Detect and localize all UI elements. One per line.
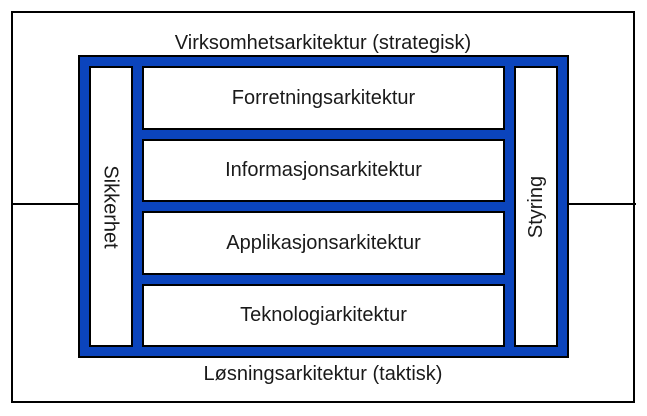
architecture-layer-stack: Forretningsarkitektur Informasjonsarkite… (142, 66, 505, 347)
layer-label-teknologiarkitektur: Teknologiarkitektur (240, 304, 407, 327)
pillar-sikkerhet-label: Sikkerhet (100, 164, 122, 249)
solution-architecture-container: Sikkerhet Forretningsarkitektur Informas… (78, 55, 569, 358)
solution-architecture-caption: Løsningsarkitektur (taktisk) (203, 363, 443, 385)
layer-box-informasjonsarkitektur[interactable]: Informasjonsarkitektur (142, 138, 505, 202)
layer-label-informasjonsarkitektur: Informasjonsarkitektur (225, 159, 422, 182)
layer-label-applikasjonsarkitektur: Applikasjonsarkitektur (226, 231, 421, 254)
layer-box-teknologiarkitektur[interactable]: Teknologiarkitektur (142, 283, 505, 347)
pillar-sikkerhet[interactable]: Sikkerhet (89, 66, 133, 347)
enterprise-architecture-caption: Virksomhetsarkitektur (strategisk) (174, 32, 472, 54)
layer-box-forretningsarkitektur[interactable]: Forretningsarkitektur (142, 66, 505, 130)
layer-label-forretningsarkitektur: Forretningsarkitektur (231, 86, 416, 109)
divider-line-right (568, 203, 636, 205)
layer-box-applikasjonsarkitektur[interactable]: Applikasjonsarkitektur (142, 211, 505, 275)
pillar-styring-label: Styring (525, 175, 547, 238)
pillar-styring[interactable]: Styring (514, 66, 558, 347)
divider-line-left (11, 203, 79, 205)
